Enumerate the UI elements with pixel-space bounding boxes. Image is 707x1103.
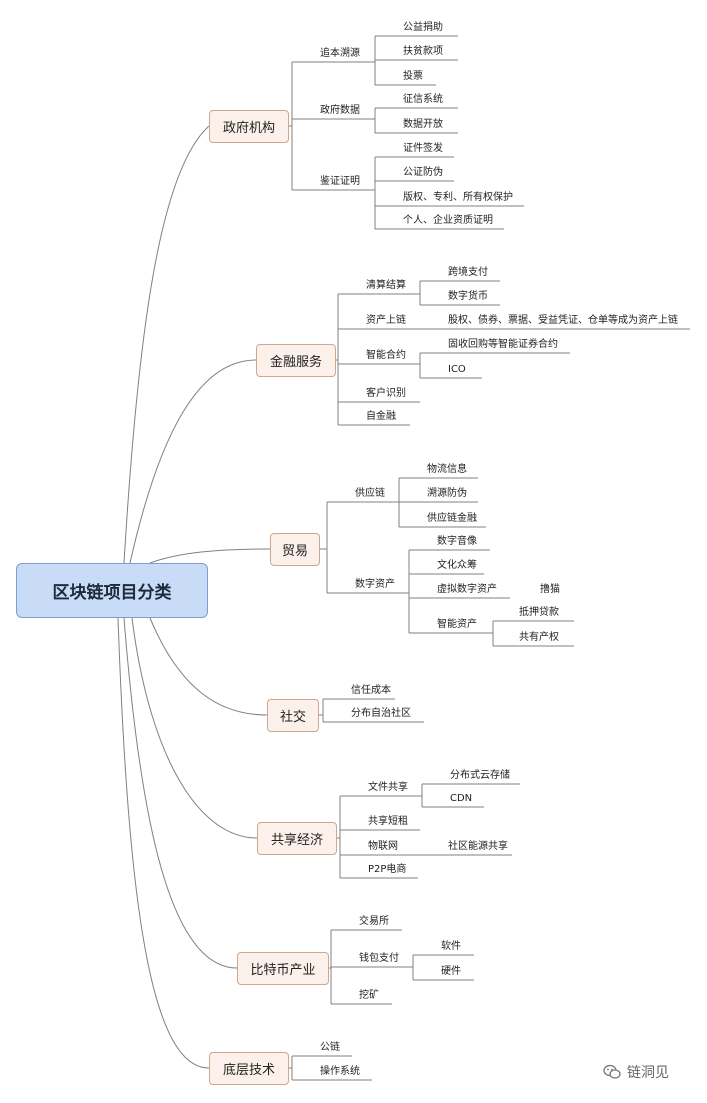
item-label: 征信系统 — [403, 94, 443, 105]
item-label: 公益捐助 — [403, 22, 443, 33]
item-label: 跨境支付 — [448, 267, 488, 278]
item-label: 投票 — [403, 71, 423, 82]
item-label: 公证防伪 — [403, 167, 443, 178]
branch-curve-3 — [149, 548, 271, 564]
subtopic-label: 清算结算 — [366, 280, 406, 291]
branch-curve-4 — [149, 617, 268, 716]
item-label: 数字音像 — [437, 536, 477, 547]
item-label: 证件签发 — [403, 143, 443, 154]
subtopic-label: 钱包支付 — [359, 953, 399, 964]
subtopic-label: 智能合约 — [366, 350, 406, 361]
watermark-text: 链洞见 — [627, 1065, 669, 1081]
root-node: 区块链项目分类 — [16, 563, 208, 618]
branch-node: 贸易 — [270, 533, 320, 566]
item-label: 文化众筹 — [437, 560, 477, 571]
branch-curve-7 — [117, 617, 210, 1069]
subtopic-label: 资产上链 — [366, 315, 406, 326]
subtopic-label: 数字资产 — [355, 579, 395, 590]
subtopic-label: 公链 — [320, 1042, 340, 1053]
item-label: 股权、债券、票据、受益凭证、仓单等成为资产上链 — [448, 315, 678, 326]
branch-node: 金融服务 — [256, 344, 336, 377]
detail-label: 抵押贷款 — [519, 607, 559, 618]
item-label: CDN — [450, 793, 473, 804]
item-label: 虚拟数字资产 — [437, 584, 497, 595]
branch-node: 政府机构 — [209, 110, 289, 143]
branch-curve-1 — [123, 125, 210, 564]
subtopic-label: 操作系统 — [320, 1066, 360, 1077]
watermark: 链洞见 — [603, 1062, 669, 1082]
subtopic-label: 自金融 — [366, 411, 396, 422]
item-label: 硬件 — [441, 966, 461, 977]
item-label: 数据开放 — [403, 119, 443, 130]
item-label: ICO — [448, 364, 466, 375]
branch-node: 比特币产业 — [237, 952, 329, 985]
item-label: 扶贫款项 — [403, 46, 443, 57]
item-label: 数字货币 — [448, 291, 488, 302]
subtopic-label: 政府数据 — [320, 105, 360, 116]
subtopic-label: 供应链 — [355, 488, 385, 499]
item-label: 供应链金融 — [427, 513, 477, 524]
branch-curve-6 — [123, 617, 238, 969]
item-label: 软件 — [441, 941, 461, 952]
item-label: 个人、企业资质证明 — [403, 215, 493, 226]
wechat-icon — [603, 1064, 621, 1079]
subtopic-label: 共享短租 — [368, 816, 408, 827]
subtopic-label: 信任成本 — [351, 685, 391, 696]
branch-node: 底层技术 — [209, 1052, 289, 1085]
subtopic-label: 追本溯源 — [320, 48, 360, 59]
subtopic-label: P2P电商 — [368, 864, 407, 875]
subtopic-label: 分布自治社区 — [351, 708, 411, 719]
detail-label: 共有产权 — [519, 632, 559, 643]
item-label: 物流信息 — [427, 464, 467, 475]
detail-label: 撸猫 — [540, 584, 560, 595]
subtopic-label: 客户识别 — [366, 388, 406, 399]
subtopic-label: 鉴证证明 — [320, 176, 360, 187]
branch-node: 共享经济 — [257, 822, 337, 855]
subtopic-label: 文件共享 — [368, 782, 408, 793]
subtopic-label: 挖矿 — [359, 990, 379, 1001]
item-label: 社区能源共享 — [448, 841, 508, 852]
item-label: 溯源防伪 — [427, 488, 467, 499]
item-label: 分布式云存储 — [450, 770, 510, 781]
item-label: 智能资产 — [437, 619, 477, 630]
subtopic-label: 交易所 — [359, 916, 389, 927]
branch-curve-5 — [131, 617, 258, 839]
branch-node: 社交 — [267, 699, 319, 732]
branch-curve-2 — [129, 359, 257, 564]
subtopic-label: 物联网 — [368, 841, 398, 852]
item-label: 固收回购等智能证券合约 — [448, 339, 558, 350]
item-label: 版权、专利、所有权保护 — [403, 192, 513, 203]
